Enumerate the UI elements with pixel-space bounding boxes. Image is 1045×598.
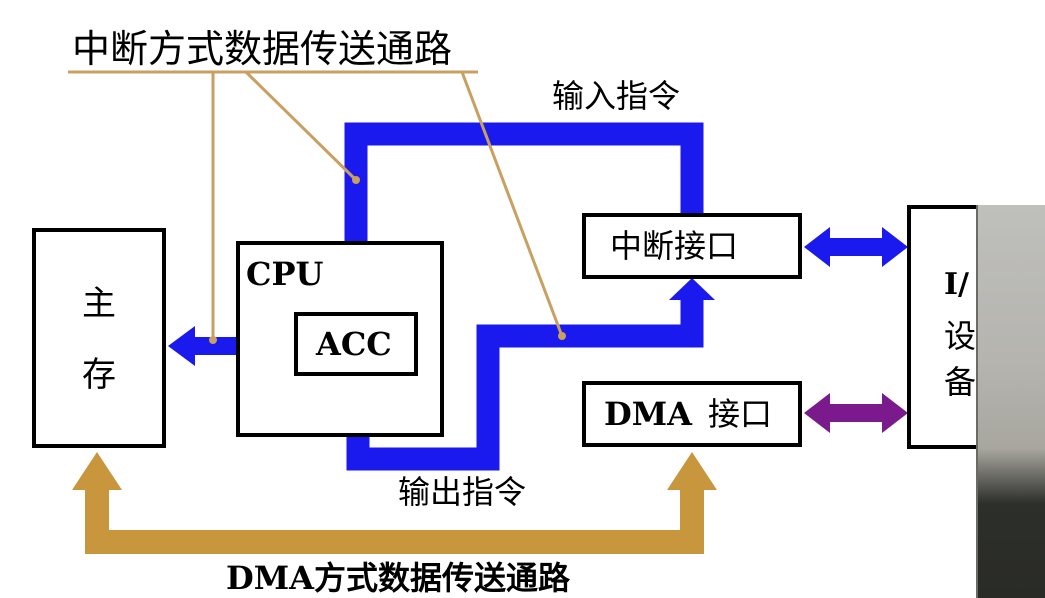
dma-interface-box: [582, 381, 802, 447]
dma-path-line: [85, 490, 704, 554]
interrupt-io-arrow-left: [804, 227, 830, 267]
interrupt-io-arrow-right: [882, 227, 908, 267]
dma-arrow-to-dma-interface: [667, 452, 717, 490]
dma-interface-label-prefix: DMA: [604, 395, 692, 433]
dma-arrow-to-memory: [72, 452, 122, 490]
input-instruction-label: 输入指令: [552, 77, 681, 115]
dma-path: [72, 452, 717, 554]
acc-label: ACC: [316, 325, 392, 363]
output-path-line: [346, 300, 704, 471]
acc-box: [294, 312, 418, 376]
main-memory-box: 主 存: [32, 228, 166, 448]
main-memory-char-top: 主: [82, 284, 116, 324]
io-device-label-line1: I/: [944, 267, 969, 302]
output-instruction-label: 输出指令: [398, 473, 527, 511]
pointer-dot-output-path: [558, 332, 566, 340]
main-memory-char-bottom: 存: [82, 355, 116, 395]
output-arrow-to-interrupt-interface: [669, 278, 715, 300]
dma-io-arrow-right: [882, 393, 908, 433]
photo-overlay-edge: [976, 205, 978, 598]
pointer-to-output-path: [460, 71, 564, 337]
photo-overlay: [976, 205, 1045, 598]
dma-interface-label-suffix: 接口: [708, 395, 773, 433]
input-path-line: [344, 122, 704, 275]
pointer-dot-input-path: [352, 176, 360, 184]
interrupt-interface-box: [582, 213, 802, 279]
pointer-dot-memory-link: [209, 336, 217, 344]
interrupt-io-link: [804, 227, 908, 267]
dma-io-link: [804, 393, 908, 433]
interrupt-label-pointers: [68, 70, 564, 340]
memory-acc-arrow-left: [168, 326, 195, 366]
io-device-label-line3: 备: [944, 363, 977, 401]
pointer-to-input-path: [244, 70, 358, 182]
cpu-label: CPU: [246, 255, 324, 293]
io-device-label-line2: 设: [944, 317, 977, 355]
interrupt-path-label: 中断方式数据传送通路: [72, 27, 453, 71]
interrupt-interface-label: 中断接口: [610, 227, 739, 265]
dma-io-arrow-left: [804, 393, 830, 433]
dma-path-label: DMA方式数据传送通路: [226, 559, 571, 597]
output-instruction-path: [346, 278, 715, 471]
